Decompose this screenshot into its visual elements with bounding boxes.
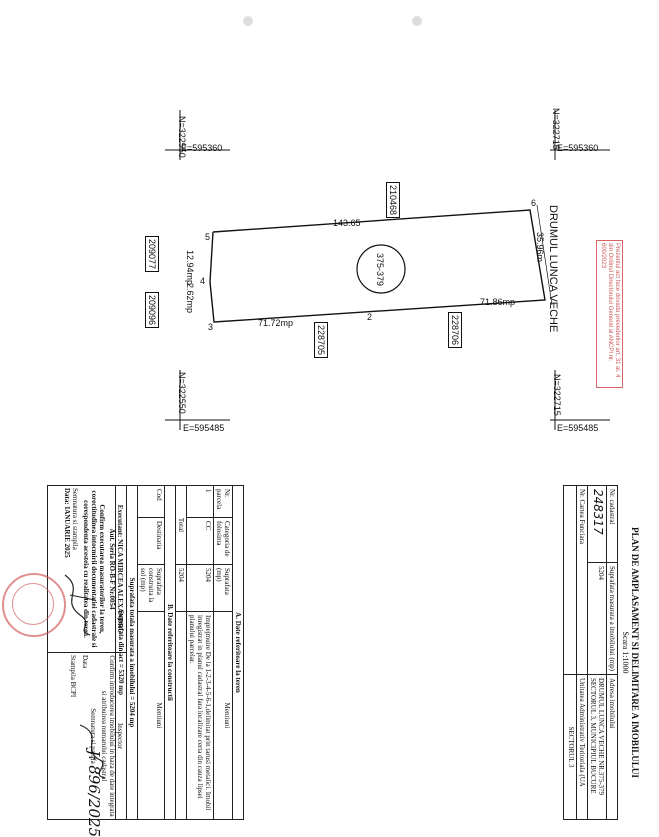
table-cell: Imprejmuire De la 1-2-3-4-5-6-1,delimita… <box>186 611 214 820</box>
table-a-title: A. Date referitoare la teren <box>232 485 244 820</box>
side-length-right: 71.86mp <box>480 297 516 307</box>
coord-north-label: N=322550 <box>177 372 187 414</box>
site-plan-drawing <box>165 110 610 430</box>
point-label: 5 <box>205 232 211 242</box>
uat-value: SECTORUL 3 <box>563 674 577 820</box>
table-cell: 5204 <box>186 564 214 612</box>
neighbor-parcel: 210468 <box>386 182 400 219</box>
side-length-bottom: 71.72mp <box>258 318 294 328</box>
col-header: Mentiuni <box>137 611 165 820</box>
executant-signature-icon <box>64 574 96 636</box>
parcel-id-circle <box>356 244 406 294</box>
coord-east-label: E=595485 <box>557 423 599 433</box>
handwritten-number: J: 896/2025 <box>85 750 103 837</box>
area-value: 5204 <box>587 562 607 675</box>
address-label: Adresa imobilului <box>606 674 618 820</box>
punch-hole <box>412 16 422 26</box>
col-header: Mentiuni <box>213 611 233 820</box>
cadastral-label: Nr. cadastral <box>606 485 618 563</box>
uat-label: Unitatea Administrativ Teritoriala (UA <box>576 674 588 820</box>
point-label: 6 <box>531 198 537 208</box>
coordinate-crosses <box>165 110 610 430</box>
side-length-left-2: 2.62mp <box>185 283 195 314</box>
inspector-signature-icon <box>79 724 106 779</box>
neighbor-parcel: 228705 <box>314 322 328 359</box>
side-length-top: 143.65 <box>333 218 361 228</box>
col-header: Suprafata construita la sol (mp) <box>137 564 165 612</box>
parcel-outline <box>209 209 546 323</box>
data-tables: A. Date referitoare la teren Nr. parcela… <box>115 485 244 820</box>
cadastral-value: 248317 <box>587 485 607 563</box>
col-header: Suprafata (mp) <box>213 564 233 612</box>
title-block: PLAN DE AMPLASAMENT SI DELIMITARE A IMOB… <box>508 485 640 820</box>
executant-round-stamp <box>2 573 66 637</box>
side-length-left: 12.94mp <box>185 250 195 286</box>
table-cell: 1 <box>186 485 214 518</box>
carte-label: Nr. Cartea Funciara <box>576 485 588 675</box>
executant-name: Executant: NICA MIRCEA ALEXANDRU <box>116 504 124 634</box>
road-line <box>536 204 553 306</box>
title-table: Nr. cadastral Suprafata masurata a imobi… <box>563 485 618 820</box>
road-name: DRUMUL LUNCA VECHE <box>547 205 559 333</box>
point-label: 4 <box>200 276 206 286</box>
point-label: 2 <box>367 312 373 322</box>
col-header: Destinatia <box>137 517 165 565</box>
parcel-id: 375-379 <box>375 253 385 287</box>
area-label: Suprafata masurata a imobilului (mp) <box>606 562 618 675</box>
road-width: 35.96m <box>535 232 545 263</box>
coord-east-label: E=595485 <box>183 423 225 433</box>
neighbor-parcel: 209077 <box>145 236 159 273</box>
table-cell: CC <box>186 517 214 565</box>
total-label: Total <box>175 485 187 565</box>
col-header: Categoria de folosinta <box>213 517 233 565</box>
neighbor-parcel: 209096 <box>145 292 159 329</box>
col-header: Cod <box>137 485 165 518</box>
total-value: 5204 <box>175 564 187 612</box>
punch-hole <box>243 16 253 26</box>
address-value-2: SECTORUL 3, MUNICIPIUL BUCURE <box>589 678 597 794</box>
table-b-title: B. Date referitoare la constructii <box>164 485 176 820</box>
col-header: Nr. parcela <box>213 485 233 518</box>
coord-east-label: E=595360 <box>557 143 599 153</box>
plan-title: PLAN DE AMPLASAMENT SI DELIMITARE A IMOB… <box>630 527 640 778</box>
neighbor-parcel: 228706 <box>448 312 462 349</box>
coord-east-label: E=595360 <box>181 143 223 153</box>
ancpi-stamp: Prezentul act face dovada prevederilor a… <box>596 240 623 388</box>
address-value: DRUMUL LUNCA VECHE NR.375-379 <box>597 678 605 796</box>
total-measured: Suprafata totala masurata a imobilului =… <box>126 485 138 820</box>
point-label: 3 <box>208 322 214 332</box>
plan-scale: Scara 1:1000 <box>621 631 630 674</box>
coord-north-label: N=322715 <box>552 374 562 416</box>
